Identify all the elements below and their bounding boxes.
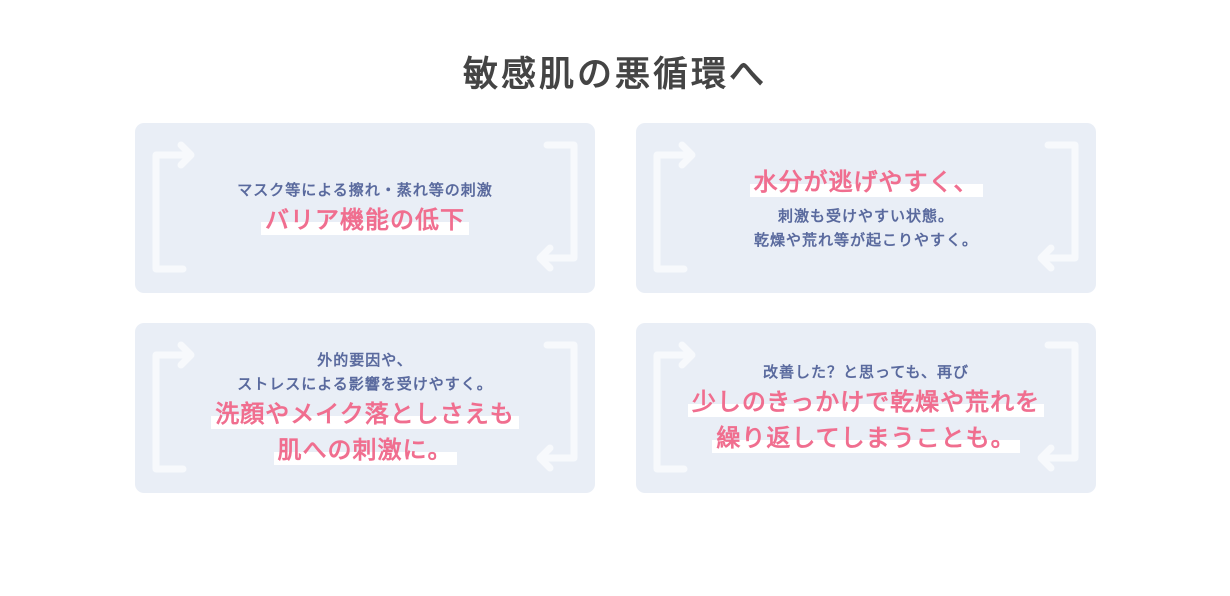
card-text: 乾燥や荒れ等が起こりやすく。 [753,231,978,249]
card-highlight: 肌への刺激に。 [273,432,457,468]
cycle-arrows-icon [653,341,1079,473]
card-text: ストレスによる影響を受けやすく。 [237,375,493,393]
cycle-card-3: 外的要因や、 ストレスによる影響を受けやすく。 洗顔やメイク落としさえも 肌への… [135,323,595,493]
card-text: 改善した？と思っても、再び [762,363,970,381]
cycle-card-2: 水分が逃げやすく、 刺激も受けやすい状態。 乾燥や荒れ等が起こりやすく。 [636,123,1096,293]
cycle-card-4: 改善した？と思っても、再び 少しのきっかけで乾燥や荒れを 繰り返してしまうことも… [636,323,1096,493]
page-title: 敏感肌の悪循環へ [462,55,767,95]
card-highlight: 洗顔やメイク落としさえも [211,396,519,432]
cycle-arrows-icon [152,341,578,473]
cycle-card-1: マスク等による擦れ・蒸れ等の刺激 バリア機能の低下 [135,123,595,293]
card-text: 刺激も受けやすい状態。 [777,207,954,225]
card-text: マスク等による擦れ・蒸れ等の刺激 [237,181,493,199]
card-highlight: 少しのきっかけで乾燥や荒れを [687,384,1045,420]
card-highlight: 水分が逃げやすく、 [749,164,983,200]
card-text: 外的要因や、 [317,351,413,369]
cycle-arrows-icon [152,141,578,273]
cycle-arrows-icon [653,141,1079,273]
card-highlight: バリア機能の低下 [261,202,469,238]
card-highlight: 繰り返してしまうことも。 [712,420,1020,456]
